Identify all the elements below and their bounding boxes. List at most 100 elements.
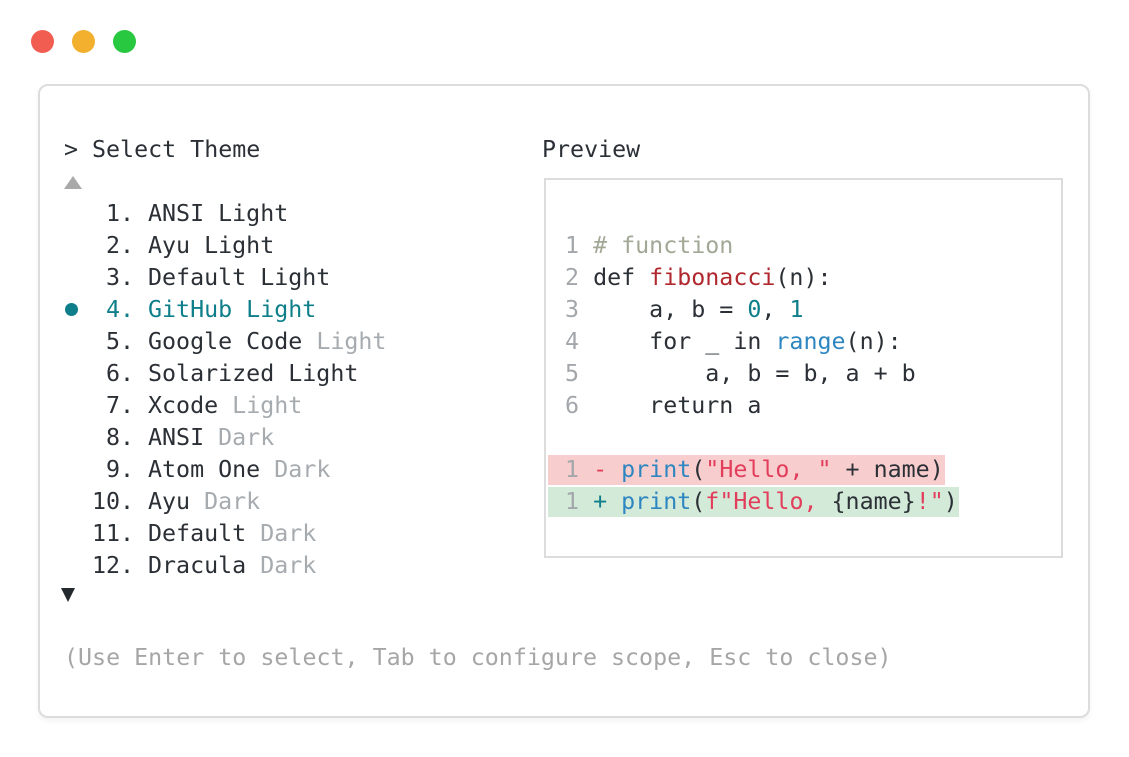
theme-item-atom-one[interactable]: 9. Atom One Dark — [64, 454, 386, 486]
code-line: 1 - print("Hello, " + name) — [548, 454, 959, 486]
theme-name: Xcode — [148, 392, 219, 419]
code-segment: fibonacci — [649, 264, 776, 291]
theme-item-ayu-light[interactable]: 2. Ayu Light — [64, 230, 386, 262]
selected-bullet-icon — [64, 390, 92, 422]
theme-number: 12. — [92, 552, 135, 579]
theme-name: Ayu Light — [148, 232, 275, 259]
code-segment: 1 — [789, 296, 804, 323]
theme-variant: Dark — [190, 488, 261, 515]
theme-variant: Light — [218, 392, 303, 419]
code-segment: a, b = — [593, 296, 748, 323]
theme-number: 9. — [105, 456, 134, 483]
keyboard-hint: (Use Enter to select, Tab to configure s… — [64, 644, 892, 671]
theme-name: Default — [148, 520, 247, 547]
code-segment: 1 — [565, 488, 594, 515]
code-segment: return a — [593, 392, 762, 419]
selected-bullet-icon — [64, 326, 92, 358]
theme-name: Dracula — [148, 552, 247, 579]
theme-number: 10. — [92, 488, 135, 515]
theme-number: 4. — [105, 296, 134, 323]
close-button[interactable] — [31, 30, 54, 53]
theme-item-default-light[interactable]: 3. Default Light — [64, 262, 386, 294]
theme-variant: Dark — [204, 424, 275, 451]
theme-list: 1. ANSI Light 2. Ayu Light 3. Default Li… — [64, 198, 386, 582]
code-segment: 3 — [565, 296, 594, 323]
selected-bullet-icon — [64, 518, 92, 550]
code-segment: ( — [691, 488, 706, 515]
theme-item-dracula[interactable]: 12. Dracula Dark — [64, 550, 386, 582]
theme-item-ansi-light[interactable]: 1. ANSI Light — [64, 198, 386, 230]
theme-number: 3. — [105, 264, 134, 291]
theme-item-ayu[interactable]: 10. Ayu Dark — [64, 486, 386, 518]
minimize-button[interactable] — [72, 30, 95, 53]
code-segment: for _ in — [593, 328, 776, 355]
theme-variant: Dark — [246, 552, 317, 579]
code-segment: 1 — [565, 232, 594, 259]
picker-title: Select Theme — [92, 136, 261, 163]
code-segment: f"Hello, — [705, 488, 832, 515]
code-line: 5 a, b = b, a + b — [565, 358, 959, 390]
code-segment: range — [775, 328, 846, 355]
code-segment: 1 — [565, 456, 594, 483]
selected-bullet-icon — [64, 454, 92, 486]
diff-added-highlight: 1 + print(f"Hello, {name}!") — [548, 487, 959, 517]
code-segment: "Hello, " — [705, 456, 832, 483]
theme-name: GitHub Light — [148, 296, 317, 323]
theme-item-xcode[interactable]: 7. Xcode Light — [64, 390, 386, 422]
theme-item-github-light[interactable]: 4. GitHub Light — [64, 294, 386, 326]
theme-name: Ayu — [148, 488, 191, 515]
code-line: 6 return a — [565, 390, 959, 422]
code-line: 1 # function — [565, 230, 959, 262]
theme-number: 1. — [105, 200, 134, 227]
code-segment: + — [593, 488, 622, 515]
theme-variant: Light — [302, 328, 387, 355]
scroll-up-icon[interactable] — [64, 176, 82, 189]
selected-bullet-icon — [64, 486, 92, 518]
code-line: 2 def fibonacci(n): — [565, 262, 959, 294]
theme-name: Google Code — [148, 328, 303, 355]
theme-item-google-code[interactable]: 5. Google Code Light — [64, 326, 387, 358]
code-segment: # function — [593, 232, 734, 259]
code-line — [565, 422, 959, 454]
theme-number: 5. — [105, 328, 134, 355]
zoom-button[interactable] — [113, 30, 136, 53]
theme-name: Default Light — [148, 264, 331, 291]
theme-item-default[interactable]: 11. Default Dark — [64, 518, 386, 550]
theme-item-ansi[interactable]: 8. ANSI Dark — [64, 422, 386, 454]
theme-number: 11. — [92, 520, 135, 547]
code-segment: {name} — [831, 488, 916, 515]
code-segment: print — [621, 456, 692, 483]
selected-bullet-icon — [64, 550, 92, 582]
code-segment: 4 — [565, 328, 594, 355]
theme-number: 7. — [105, 392, 134, 419]
code-segment: def — [593, 264, 650, 291]
theme-number: 6. — [105, 360, 134, 387]
window-controls — [31, 30, 136, 53]
prompt-caret-icon: > — [64, 136, 79, 163]
code-segment: (n): — [845, 328, 902, 355]
theme-name: ANSI Light — [148, 200, 289, 227]
code-segment: ) — [943, 488, 958, 515]
code-segment: (n): — [775, 264, 832, 291]
code-line: 1 + print(f"Hello, {name}!") — [548, 486, 959, 518]
theme-name: Atom One — [148, 456, 261, 483]
preview-title: Preview — [542, 136, 641, 163]
theme-number: 2. — [105, 232, 134, 259]
scroll-down-icon[interactable] — [61, 588, 75, 602]
theme-item-solarized-light[interactable]: 6. Solarized Light — [64, 358, 386, 390]
code-segment: , — [761, 296, 790, 323]
theme-number: 8. — [105, 424, 134, 451]
theme-name: ANSI — [148, 424, 205, 451]
code-segment: + name) — [831, 456, 944, 483]
code-segment: a, b = b, a + b — [593, 360, 916, 387]
selected-bullet-icon — [64, 358, 92, 390]
selected-bullet-icon — [64, 262, 92, 294]
code-segment: 2 — [565, 264, 594, 291]
code-segment: 0 — [747, 296, 762, 323]
code-segment: 5 — [565, 360, 594, 387]
selected-bullet-icon — [64, 294, 92, 326]
theme-picker-panel: > Select Theme Preview 1. ANSI Light 2. … — [38, 84, 1090, 718]
code-segment: 6 — [565, 392, 594, 419]
selected-bullet-icon — [64, 230, 92, 262]
